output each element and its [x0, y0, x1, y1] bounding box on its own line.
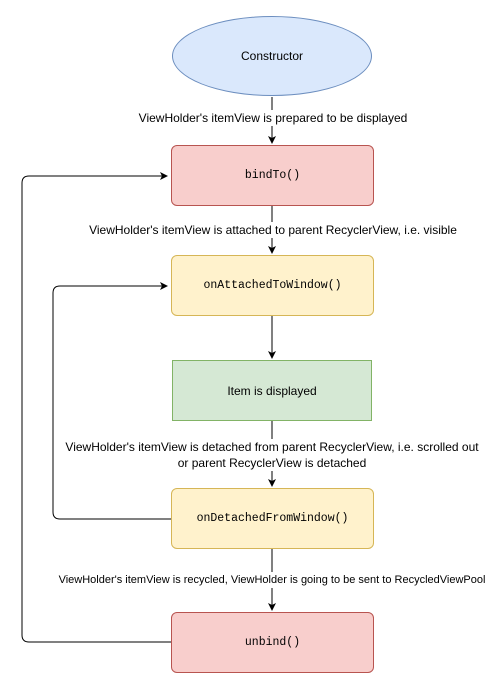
ondetached-node: onDetachedFromWindow()	[171, 488, 374, 549]
constructor-label: Constructor	[240, 49, 304, 63]
edge-label-prepared: ViewHolder's itemView is prepared to be …	[136, 110, 410, 126]
ondetached-label: onDetachedFromWindow()	[196, 512, 349, 525]
constructor-node: Constructor	[172, 16, 372, 96]
edge-label-attached: ViewHolder's itemView is attached to par…	[86, 222, 460, 238]
item-displayed-node: Item is displayed	[172, 360, 372, 421]
edge-label-detached-line1: ViewHolder's itemView is detached from p…	[60, 439, 484, 455]
onattached-node: onAttachedToWindow()	[171, 255, 374, 316]
unbind-node: unbind()	[171, 612, 374, 673]
edge-label-detached-line2: or parent RecyclerView is detached	[172, 455, 372, 471]
bindto-node: bindTo()	[171, 145, 374, 206]
item-displayed-label: Item is displayed	[227, 383, 317, 398]
bindto-label: bindTo()	[244, 169, 301, 182]
edge-unbind-loop-to-bindto	[21, 172, 171, 643]
edge-ondetached-loop-to-onattached	[52, 282, 171, 520]
onattached-label: onAttachedToWindow()	[203, 279, 342, 292]
edge-label-recycled: ViewHolder's itemView is recycled, ViewH…	[56, 572, 488, 588]
unbind-label: unbind()	[244, 636, 301, 649]
